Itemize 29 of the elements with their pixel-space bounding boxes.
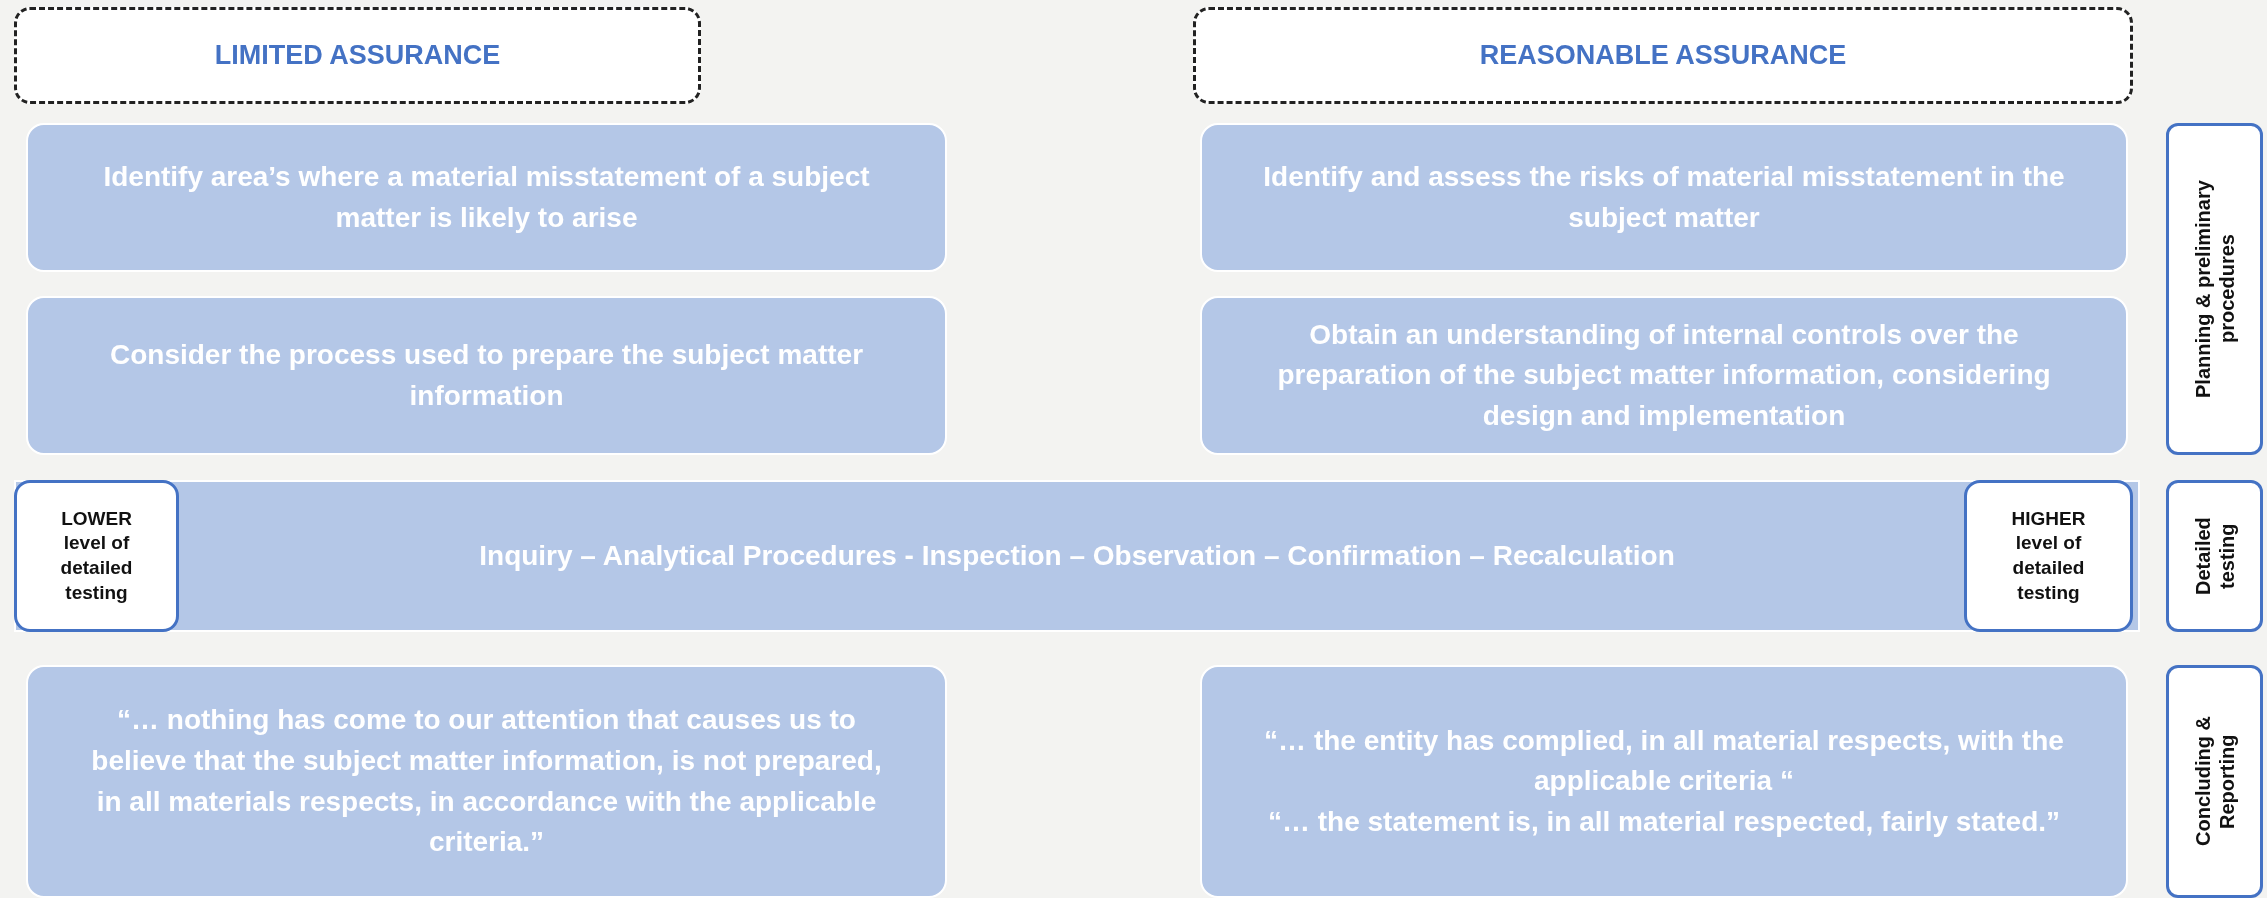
procedure-text: “… the entity has complied, in all material respects, with the applicable criteria “ — [1263, 723, 2065, 799]
procedure-text: Obtain an understanding of internal controls over the preparation of the subject matter information, considering design and implementation — [1276, 317, 2052, 433]
header-box — [1193, 7, 2133, 104]
column-heading: LIMITED ASSURANCE — [214, 40, 501, 71]
column-heading: REASONABLE ASSURANCE — [1479, 40, 1847, 71]
level-box — [1964, 480, 2133, 632]
procedure-text: Identify area’s where a material misstatement of a subject matter is likely to arise — [102, 159, 871, 235]
phase-box — [2166, 665, 2263, 898]
procedure-text: “… nothing has come to our attention that causes us to believe that the subject matter information, is not prepared, in all materials respects, in accordance with the applicable criteria.” — [90, 703, 883, 860]
procedure-box — [1200, 296, 2128, 455]
phase-label: Concluding & Reporting — [2190, 715, 2239, 849]
header-box — [14, 7, 701, 104]
phase-box — [2166, 480, 2263, 632]
procedures-text: Inquiry – Analytical Procedures - Inspection – Observation – Confirmation – Recalculation — [479, 540, 1675, 572]
procedure-box — [1200, 665, 2128, 898]
phase-label: Detailed testing — [2190, 516, 2239, 597]
procedure-box — [26, 296, 947, 455]
level-text: HIGHER level of detailed testing — [2010, 506, 2087, 605]
procedure-text: Identify and assess the risks of material misstatement in the subject matter — [1262, 159, 2066, 235]
procedure-text: Consider the process used to prepare the subject matter information — [108, 337, 865, 413]
testing-band — [14, 480, 2140, 632]
phase-label: Planning & preliminary procedures — [2190, 179, 2239, 400]
procedure-box — [1200, 123, 2128, 272]
level-box — [14, 480, 179, 632]
procedure-box — [26, 665, 947, 898]
procedure-box — [26, 123, 947, 272]
procedure-text: “… the statement is, in all material respected, fairly stated.” — [1267, 804, 2061, 839]
phase-box — [2166, 123, 2263, 455]
level-text: LOWER level of detailed testing — [59, 506, 134, 605]
